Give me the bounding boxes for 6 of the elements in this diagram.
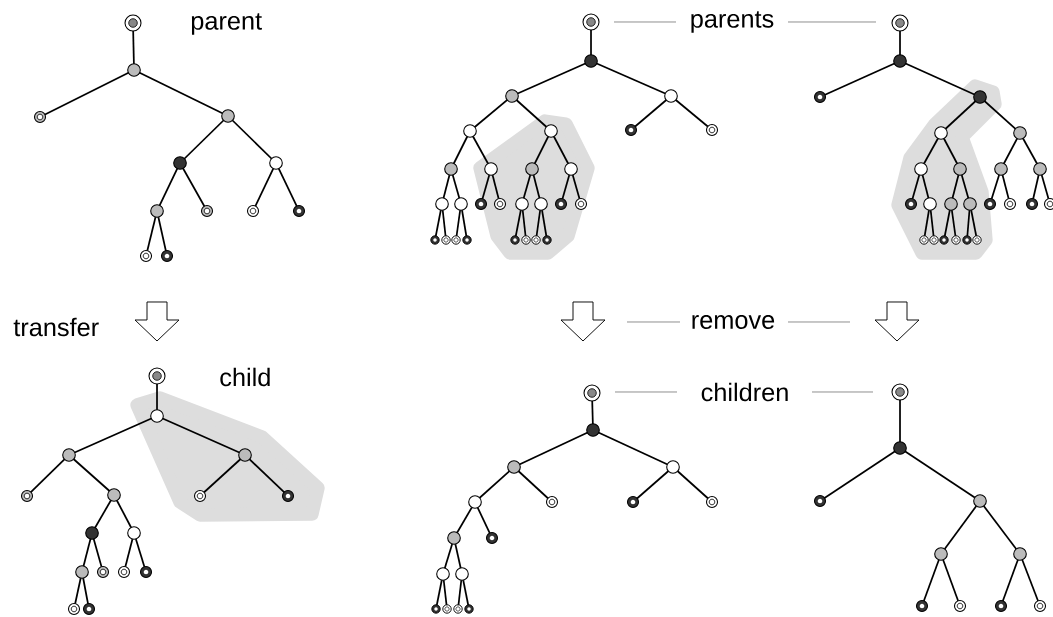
label: child [220, 367, 270, 387]
label: remove [692, 315, 775, 329]
label: children [701, 382, 788, 402]
label: transfer [13, 317, 99, 337]
label: parents [691, 11, 774, 33]
label: parent [191, 13, 262, 35]
